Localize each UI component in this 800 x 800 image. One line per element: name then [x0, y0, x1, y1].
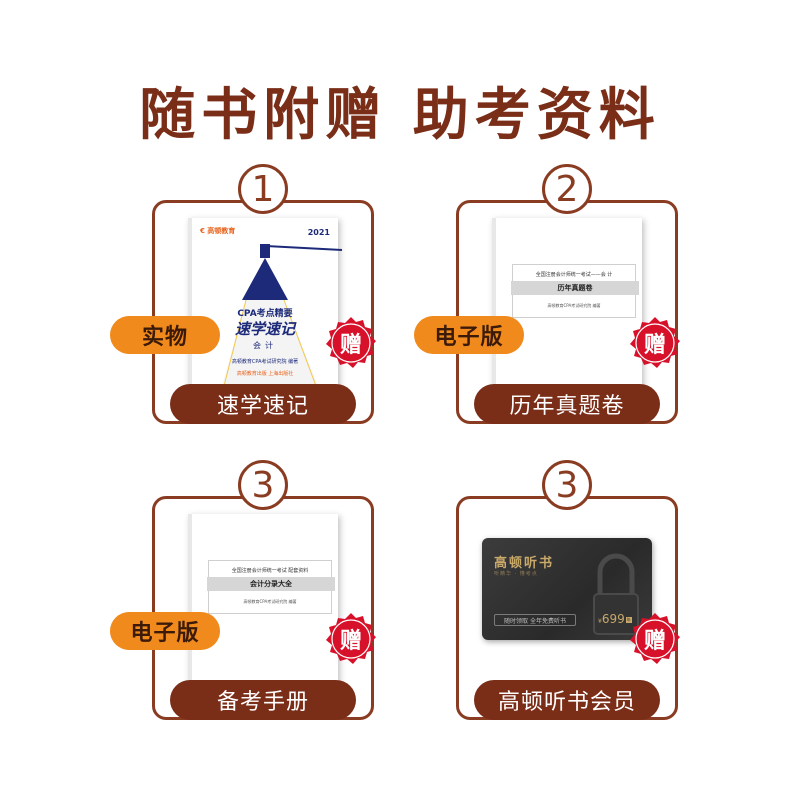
card-number: 1	[238, 164, 288, 214]
vip-offer-pill: 随时领取 全年免费听书	[494, 614, 576, 626]
gift-badge-icon	[326, 317, 376, 368]
gift-badge-label: 赠	[643, 333, 666, 358]
gift-card-2: 全国注册会计师统一考试——会 计 历年真题卷 高顿教育CPA考试研究院 编著 2…	[414, 164, 680, 424]
cover-panel: 全国注册会计师统一考试——会 计 历年真题卷 高顿教育CPA考试研究院 编著	[511, 264, 639, 318]
vip-title: 高顿听书	[494, 556, 555, 571]
book-title: 速学速记	[234, 320, 295, 338]
price-currency: ¥	[598, 618, 602, 625]
price-value: 699	[601, 612, 625, 626]
format-tag: 电子版	[414, 316, 524, 354]
lock-icon	[593, 553, 639, 635]
format-tag: 电子版	[110, 612, 220, 650]
card-caption: 备考手册	[170, 680, 356, 720]
gift-badge-label: 赠	[339, 629, 362, 654]
cover-line-3: 高顿教育CPA考试研究院 编著	[243, 599, 297, 604]
gift-badge-label: 赠	[643, 629, 666, 654]
card-number: 3	[542, 460, 592, 510]
publisher-logo: € 高顿教育	[200, 227, 236, 235]
cover-line-1: 全国注册会计师统一考试 配套资料	[231, 568, 309, 574]
gift-badge: 赠	[324, 316, 378, 370]
format-tag: 实物	[110, 316, 220, 354]
gift-card-1: € 高顿教育 2021 CPA考点精要 速学速记 会计 高顿教育CPA考试研究院…	[110, 164, 376, 424]
gift-badge-icon	[326, 613, 376, 664]
price-period-badge: 年	[625, 616, 632, 623]
card-caption: 高顿听书会员	[474, 680, 660, 720]
book-cover-quick-notes: € 高顿教育 2021 CPA考点精要 速学速记 会计 高顿教育CPA考试研究院…	[188, 218, 342, 388]
gift-badge-label: 赠	[339, 333, 362, 358]
cover-line-1: 全国注册会计师统一考试——会 计	[535, 272, 613, 278]
gift-badge: 赠	[324, 612, 378, 666]
book-subject: 会计	[253, 341, 277, 350]
gift-card-3: 全国注册会计师统一考试 配套资料 会计分录大全 高顿教育CPA考试研究院 编著 …	[110, 460, 376, 720]
card-caption: 速学速记	[170, 384, 356, 424]
book-footer: 高顿教育出版 上海出版社	[236, 371, 294, 377]
lamp-illustration	[222, 244, 342, 386]
gift-badge: 赠	[628, 612, 682, 666]
book-author: 高顿教育CPA考试研究院 编著	[231, 359, 299, 365]
cover-title-band: 历年真题卷	[511, 281, 639, 295]
cover-line-3: 高顿教育CPA考试研究院 编著	[547, 303, 601, 308]
vip-tagline: 听精华 · 懂考点	[494, 571, 538, 577]
gift-badge-icon	[630, 613, 680, 664]
book-year: 2021	[307, 228, 330, 237]
card-number: 3	[238, 460, 288, 510]
gift-badge: 赠	[628, 316, 682, 370]
card-number: 2	[542, 164, 592, 214]
cover-panel: 全国注册会计师统一考试 配套资料 会计分录大全 高顿教育CPA考试研究院 编著	[207, 560, 335, 614]
headline: 随书附赠 助考资料	[139, 83, 661, 148]
card-caption: 历年真题卷	[474, 384, 660, 424]
cover-title-band: 会计分录大全	[207, 577, 335, 591]
gift-badge-icon	[630, 317, 680, 368]
book-subtitle: CPA考点精要	[237, 309, 293, 319]
book-cover-past-exams: 全国注册会计师统一考试——会 计 历年真题卷 高顿教育CPA考试研究院 编著	[492, 218, 642, 388]
book-cover-handbook: 全国注册会计师统一考试 配套资料 会计分录大全 高顿教育CPA考试研究院 编著	[188, 514, 338, 684]
